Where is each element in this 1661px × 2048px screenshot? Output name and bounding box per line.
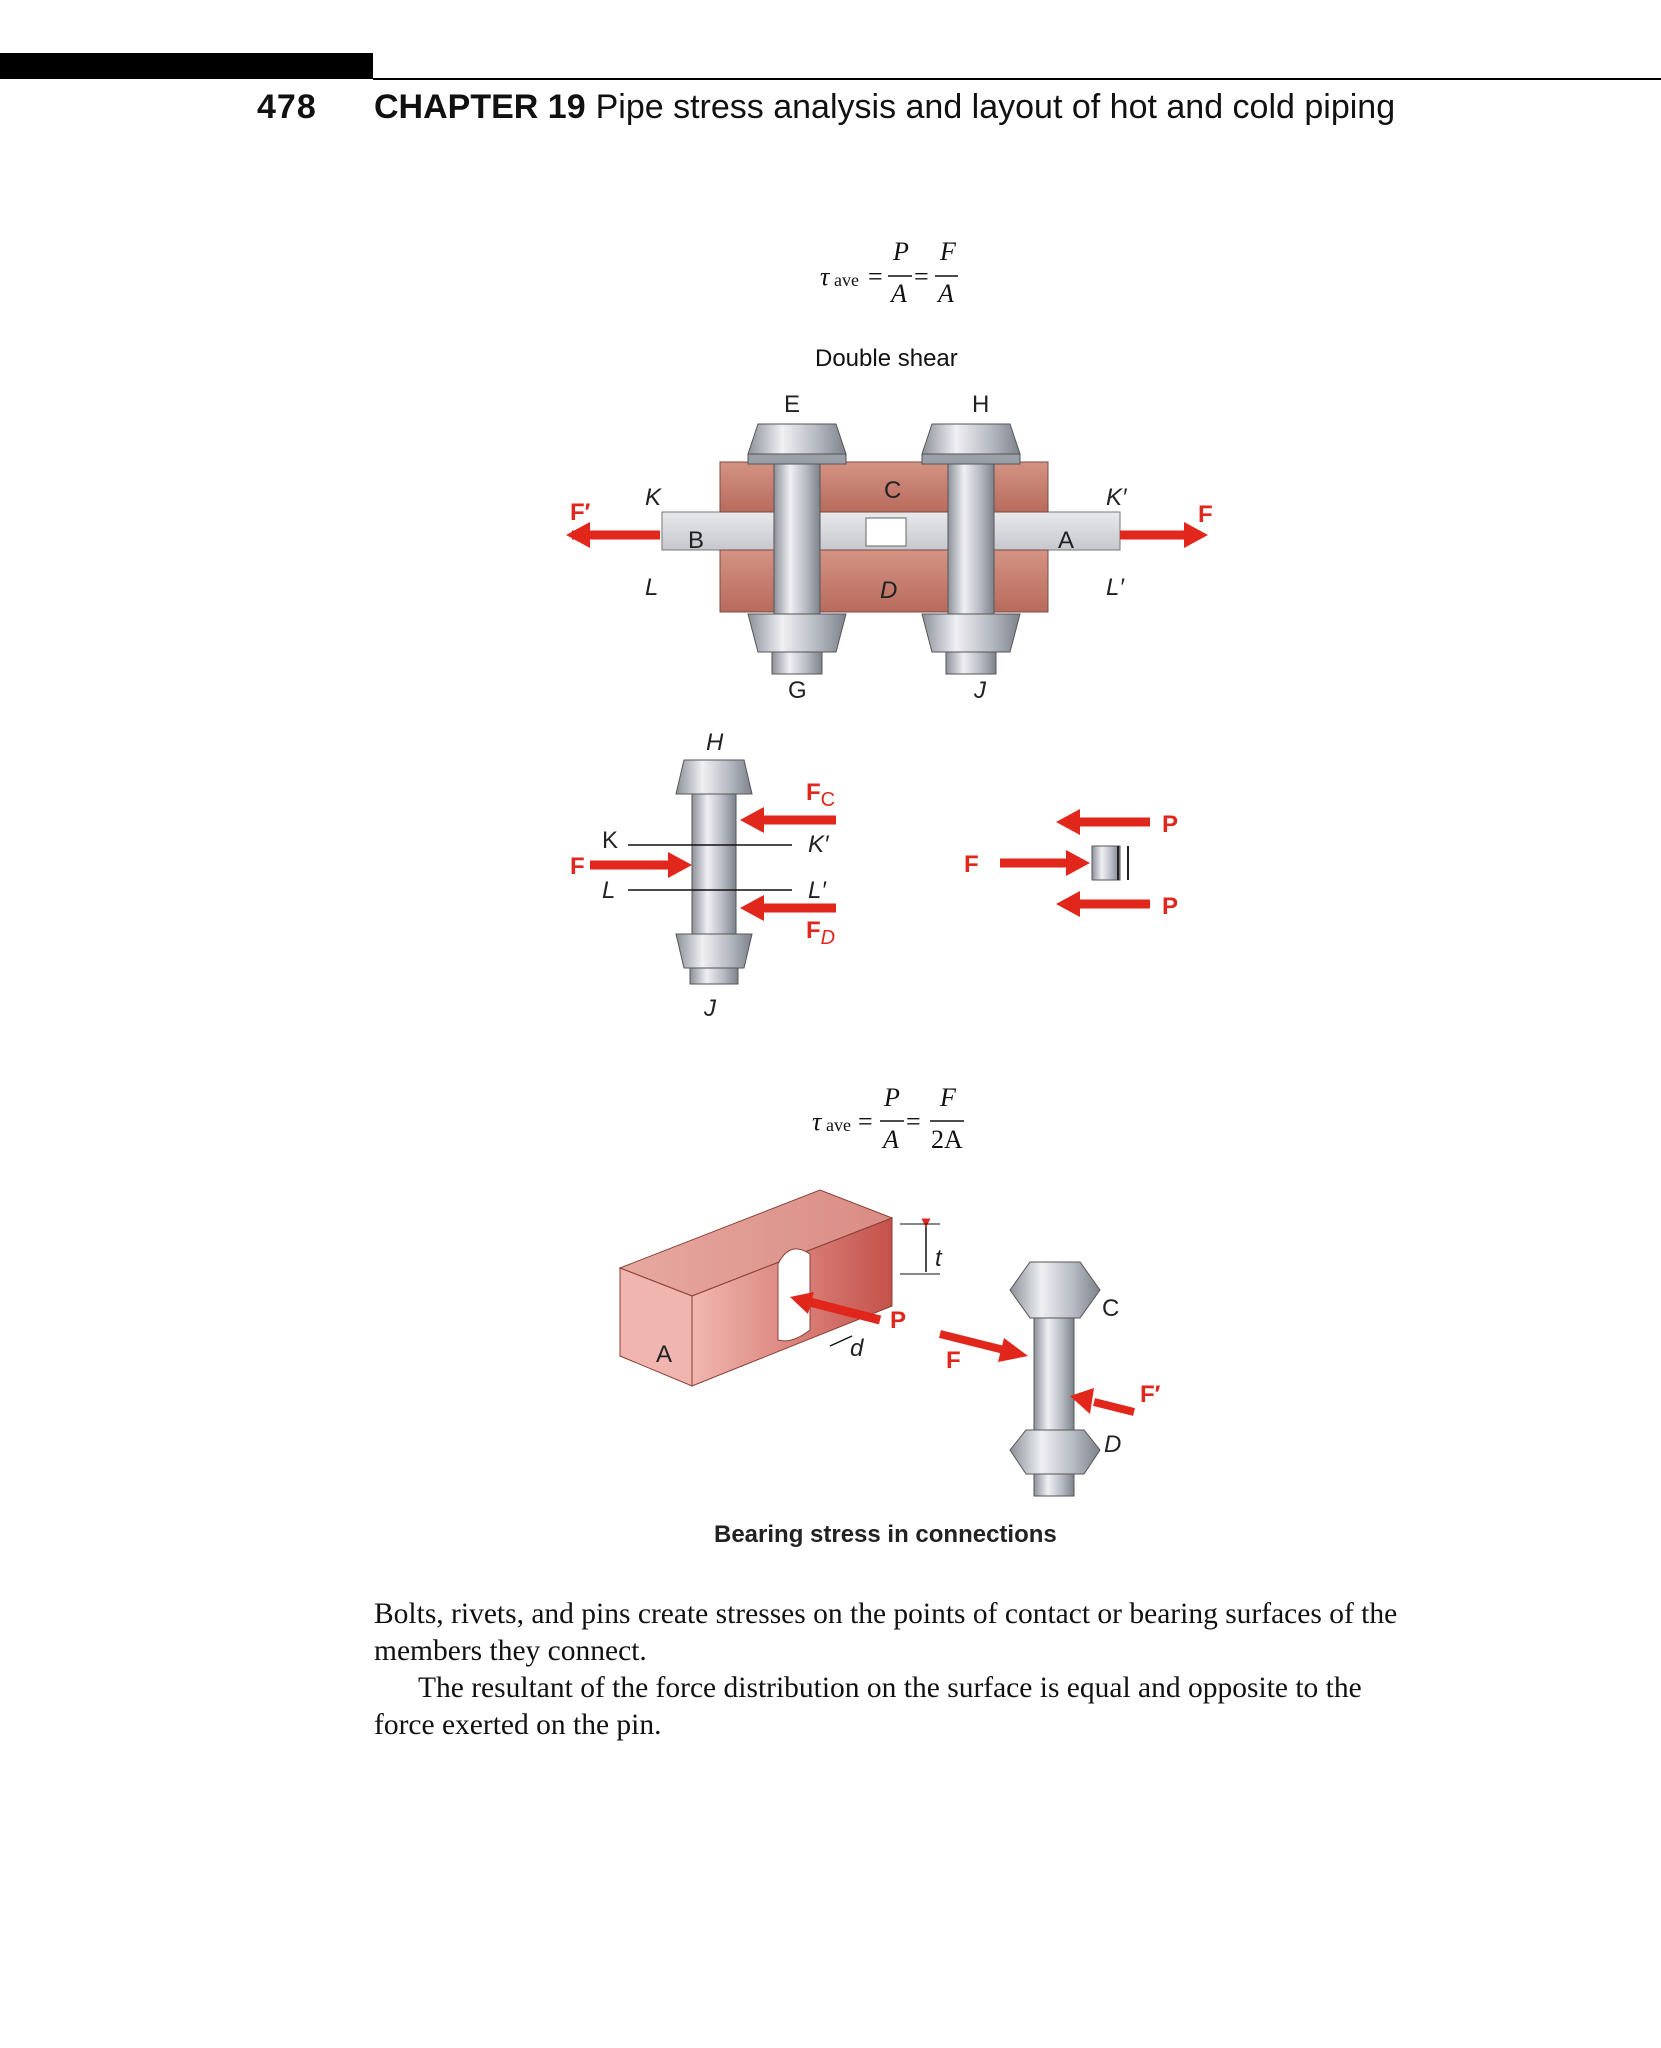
formula2-num-2: F — [939, 1083, 957, 1112]
bearing-bolt-shank — [1033, 1317, 1075, 1431]
label-H: H — [972, 391, 989, 418]
formula-den-2: A — [936, 279, 954, 308]
left-bolt — [747, 423, 847, 675]
right-bolt — [921, 423, 1021, 675]
label-D: D — [880, 577, 897, 604]
formula2-equals-1: = — [858, 1107, 873, 1136]
body-text: Bolts, rivets, and pins create stresses … — [374, 1596, 1408, 1744]
chapter-label: CHAPTER 19 — [374, 88, 586, 126]
formula-num-1: P — [892, 237, 909, 266]
header-rule — [373, 78, 1661, 80]
bearing-label-A: A — [656, 1341, 672, 1368]
label-E: E — [784, 391, 800, 418]
section-label-P-bottom: P — [1162, 893, 1178, 920]
fbd-label-F: F — [570, 853, 585, 880]
right-bolt-shank — [947, 463, 995, 615]
bearing-label-P: P — [890, 1307, 906, 1334]
bearing-P-arrow — [800, 1295, 882, 1325]
fbd-bolt-shank — [691, 793, 737, 935]
bearing-F-arrow — [939, 1330, 1013, 1356]
label-F-prime: F′ — [570, 499, 591, 526]
formula-equals-2: = — [914, 262, 929, 291]
left-bolt-nut — [747, 613, 847, 653]
double-shear-caption: Double shear — [815, 345, 958, 372]
bolt-free-body: H J K L K′ L′ F FC FD — [570, 729, 836, 1022]
fbd-label-J: J — [703, 995, 717, 1022]
bearing-bolt-head — [1009, 1261, 1101, 1319]
strap-gap — [865, 517, 907, 547]
bearing-label-C: C — [1102, 1295, 1119, 1322]
paragraph-2: The resultant of the force distribution … — [374, 1672, 1362, 1741]
formula-tau-sub: ave — [834, 270, 859, 290]
fbd-bolt-head — [675, 759, 753, 795]
fbd-label-L: L — [602, 877, 615, 904]
bearing-label-F-prime: F′ — [1140, 1381, 1161, 1408]
bearing-label-D: D — [1104, 1431, 1121, 1458]
formula-equals-1: = — [868, 262, 883, 291]
label-A: A — [1058, 527, 1074, 554]
left-bolt-shank — [773, 463, 821, 615]
formula2-den-1: A — [881, 1125, 899, 1154]
formula-single-shear: τ ave = P A = F A — [820, 237, 958, 308]
label-J: J — [973, 677, 987, 704]
header-black-bar — [0, 53, 373, 79]
right-bolt-nut — [921, 613, 1021, 653]
diameter-dimension — [829, 1335, 853, 1347]
bearing-bolt-nut — [1009, 1429, 1101, 1475]
chapter-title: Pipe stress analysis and layout of hot a… — [595, 88, 1396, 126]
formula2-tau-sub: ave — [826, 1115, 851, 1135]
formula2-den-2: 2A — [931, 1125, 963, 1154]
label-B: B — [688, 527, 704, 554]
bearing-bolt: F C D F′ — [939, 1261, 1161, 1497]
page-number: 478 — [257, 88, 317, 126]
label-K-prime: K′ — [1106, 484, 1128, 511]
label-L-prime: L′ — [1106, 574, 1125, 601]
shear-bearing-figure: τ ave = P A = F A Double shear — [566, 237, 1213, 1548]
fbd-label-L-prime: L′ — [808, 877, 827, 904]
label-F: F — [1198, 501, 1213, 528]
bearing-F-prime-arrow — [1093, 1398, 1135, 1416]
label-G: G — [788, 677, 807, 704]
pin-section — [1091, 845, 1121, 881]
formula-num-2: F — [939, 237, 957, 266]
bearing-label-d: d — [850, 1335, 864, 1362]
paragraph-1: Bolts, rivets, and pins create stresses … — [374, 1598, 1398, 1667]
formula-tau: τ — [820, 262, 831, 291]
formula-double-shear: τ ave = P A = F 2A — [812, 1083, 964, 1154]
bearing-label-F: F — [946, 1347, 961, 1374]
fbd-bolt-nut — [675, 933, 753, 969]
fbd-label-K: K — [602, 827, 618, 854]
label-L: L — [645, 574, 658, 601]
bolt-hole — [777, 1248, 811, 1342]
section-label-F: F — [964, 851, 979, 878]
fbd-label-FC: FC — [806, 779, 835, 811]
bearing-caption: Bearing stress in connections — [714, 1521, 1057, 1548]
shear-section-diagram: F P P — [964, 809, 1178, 920]
formula2-tau: τ — [812, 1107, 823, 1136]
fbd-label-H: H — [706, 729, 724, 756]
right-bolt-head — [921, 423, 1021, 455]
formula2-equals-2: = — [906, 1107, 921, 1136]
bearing-block: A t d P — [618, 1189, 943, 1387]
section-label-P-top: P — [1162, 811, 1178, 838]
left-bolt-head — [747, 423, 847, 455]
fbd-label-K-prime: K′ — [808, 831, 830, 858]
formula-den-1: A — [889, 279, 907, 308]
double-shear-assembly: E H C D K L B A K′ L′ G J F′ F — [566, 391, 1213, 704]
fbd-label-FD: FD — [806, 917, 835, 949]
bearing-label-t: t — [935, 1245, 943, 1272]
label-C: C — [884, 477, 901, 504]
formula2-num-1: P — [883, 1083, 900, 1112]
label-K: K — [645, 484, 662, 511]
